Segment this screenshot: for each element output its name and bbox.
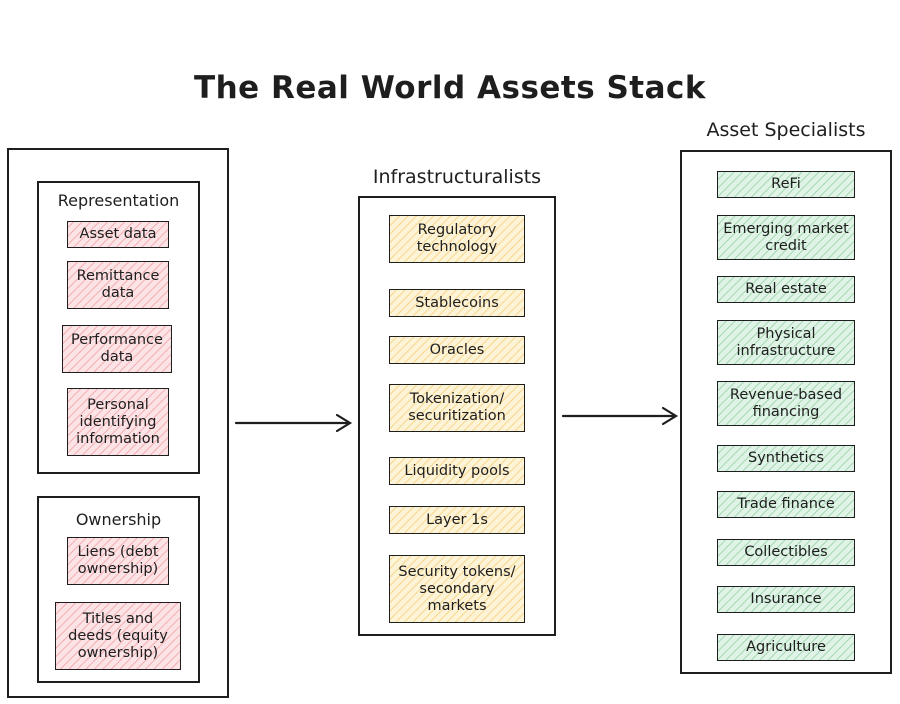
rep-item-personal-info: Personal identifying information <box>67 388 169 456</box>
spec-item-trade-finance: Trade finance <box>717 491 855 518</box>
spec-item-insurance: Insurance <box>717 586 855 613</box>
infra-item-layer1s: Layer 1s <box>389 506 525 534</box>
own-item-titles-deeds: Titles and deeds (equity ownership) <box>55 602 181 670</box>
spec-item-refi: ReFi <box>717 171 855 198</box>
rep-item-asset-data: Asset data <box>67 221 169 248</box>
rep-item-performance-data: Performance data <box>62 325 172 373</box>
diagram-title: The Real World Assets Stack <box>193 70 707 106</box>
infrastructuralists-heading: Infrastructuralists <box>372 166 542 188</box>
spec-item-collectibles: Collectibles <box>717 539 855 566</box>
infra-item-liquidity-pools: Liquidity pools <box>389 457 525 485</box>
spec-item-agriculture: Agriculture <box>717 634 855 661</box>
infra-item-tokenization: Tokenization/ securitization <box>389 384 525 432</box>
asset-specialists-heading: Asset Specialists <box>706 119 866 141</box>
representation-group <box>37 181 200 474</box>
infra-item-regtech: Regulatory technology <box>389 215 525 263</box>
left-panel <box>7 148 229 698</box>
infra-item-oracles: Oracles <box>389 336 525 364</box>
representation-heading: Representation <box>57 191 180 210</box>
middle-panel <box>358 196 556 636</box>
spec-item-real-estate: Real estate <box>717 276 855 303</box>
spec-item-physical-infrastructure: Physical infrastructure <box>717 320 855 365</box>
own-item-liens: Liens (debt ownership) <box>67 537 169 585</box>
spec-item-synthetics: Synthetics <box>717 445 855 472</box>
infra-item-stablecoins: Stablecoins <box>389 289 525 317</box>
spec-item-revenue-financing: Revenue-based financing <box>717 381 855 426</box>
arrow-left-to-middle <box>234 413 353 433</box>
right-panel <box>680 150 892 674</box>
ownership-heading: Ownership <box>75 510 162 529</box>
ownership-group <box>37 496 200 683</box>
spec-item-emerging-market-credit: Emerging market credit <box>717 215 855 260</box>
arrow-middle-to-right <box>561 406 679 426</box>
infra-item-security-tokens: Security tokens/ secondary markets <box>389 555 525 623</box>
rep-item-remittance-data: Remittance data <box>67 261 169 309</box>
